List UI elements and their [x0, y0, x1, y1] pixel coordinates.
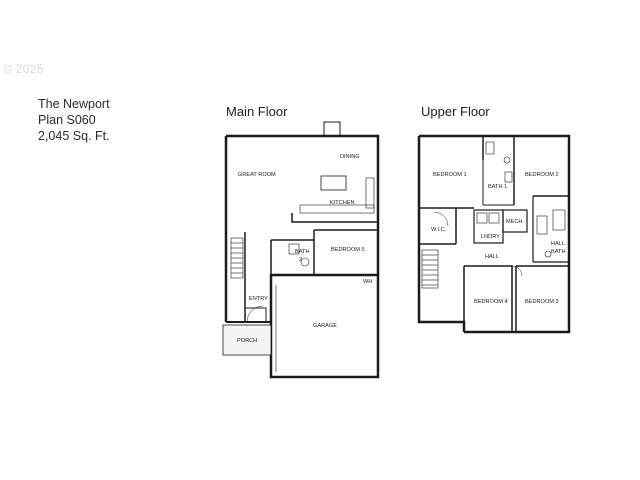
hall-bath-vanity — [536, 215, 548, 235]
plan-area: 2,045 Sq. Ft. — [38, 129, 110, 143]
bath2-toilet — [300, 257, 310, 267]
main-floor-plan — [222, 121, 380, 379]
label-water-heater: WH — [363, 279, 372, 285]
bedroom-door-swing — [511, 265, 523, 277]
label-entry: ENTRY — [249, 296, 268, 302]
plan-code: Plan S060 — [38, 113, 96, 127]
bath2-vanity — [288, 243, 300, 255]
bath1-vanity — [504, 171, 513, 183]
plan-info: The Newport Plan S060 2,045 Sq. Ft. — [38, 96, 110, 144]
label-bath2: BATH — [295, 249, 310, 255]
label-wic: W.I.C. — [431, 227, 447, 233]
hall-bath-toilet — [544, 250, 552, 258]
label-bedroom2: BEDROOM 2 — [525, 172, 559, 178]
main-floor-labels: DINING GREAT ROOM KITCHEN BATH 2 BEDROOM… — [237, 154, 372, 344]
porch-slab — [222, 324, 272, 356]
label-garage: GARAGE — [313, 323, 337, 329]
bottom-strip — [0, 420, 640, 480]
wic-door-swing — [433, 211, 449, 227]
upper-floor-plan — [417, 134, 571, 334]
washer — [476, 212, 488, 224]
bath1-tub — [485, 141, 495, 155]
label-kitchen: KITCHEN — [330, 200, 355, 206]
floor-plan-drawing: DINING GREAT ROOM KITCHEN BATH 2 BEDROOM… — [222, 121, 571, 379]
upper-stairs — [421, 249, 439, 289]
bath1-toilet — [503, 156, 511, 164]
main-floor-title: Main Floor — [226, 104, 288, 119]
label-laundry: LNDRY — [481, 234, 500, 240]
mech-closet — [502, 209, 528, 233]
entry-closet — [245, 307, 267, 322]
upper-exterior-wall-left — [417, 136, 466, 332]
label-bath1: BATH 1 — [488, 184, 507, 190]
label-bedroom5: BEDROOM 5 — [331, 247, 365, 253]
label-porch: PORCH — [237, 338, 257, 344]
label-mech: MECH. — [506, 219, 524, 225]
copyright-watermark: © 2025 — [3, 62, 44, 76]
label-hall-bath: HALL — [551, 241, 565, 247]
label-hall: HALL — [485, 254, 499, 260]
label-bedroom1: BEDROOM 1 — [433, 172, 467, 178]
kitchen-island — [320, 175, 347, 191]
hall-bath-tub — [552, 209, 566, 231]
label-bedroom3: BEDROOM 3 — [525, 299, 559, 305]
kitchen-counter-right — [365, 177, 375, 209]
label-bedroom4: BEDROOM 4 — [474, 299, 508, 305]
chimney — [323, 121, 341, 137]
upper-floor-labels: BEDROOM 1 BATH 1 BEDROOM 2 W.I.C. MECH. … — [431, 172, 566, 305]
label-hall-bath-line2: BATH — [551, 249, 566, 255]
kitchen-wall — [291, 213, 378, 223]
upper-floor-title: Upper Floor — [421, 104, 490, 119]
main-exterior-wall-top — [226, 134, 380, 275]
label-bath2-number: 2 — [299, 257, 302, 263]
main-stairs — [230, 237, 244, 279]
kitchen-counter-bottom — [299, 204, 375, 214]
label-great-room: GREAT ROOM — [238, 172, 276, 178]
plan-name: The Newport — [38, 97, 110, 111]
dryer — [488, 212, 500, 224]
entry-door-swing — [246, 305, 264, 323]
label-dining: DINING — [340, 154, 360, 160]
